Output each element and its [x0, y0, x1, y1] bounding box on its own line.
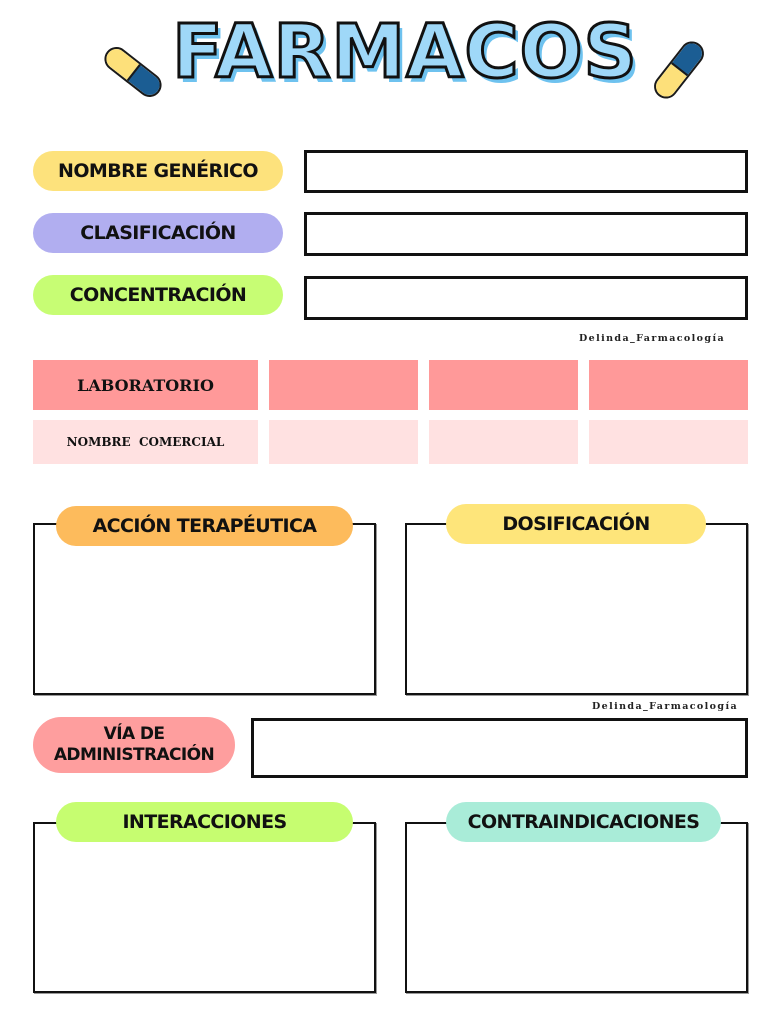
clasificacion-field[interactable]: [304, 212, 748, 256]
contraindicaciones-box[interactable]: [405, 822, 748, 993]
concentracion-field[interactable]: [304, 276, 748, 320]
label-interacciones: INTERACCIONES: [56, 802, 353, 842]
table-cell-laboratorio-2[interactable]: [429, 360, 578, 410]
header: FARMACOS: [0, 0, 768, 110]
label-dosificacion: DOSIFICACIÓN: [446, 504, 706, 544]
label-via-administracion: VÍA DE ADMINISTRACIÓN: [33, 717, 235, 773]
accion-terapeutica-box[interactable]: [33, 523, 376, 695]
capsule-icon: [99, 42, 167, 102]
capsule-icon: [649, 36, 709, 104]
label-nombre-generico: NOMBRE GENÉRICO: [33, 151, 283, 191]
table-cell-laboratorio-1[interactable]: [269, 360, 418, 410]
dosificacion-box[interactable]: [405, 523, 748, 695]
table-label-nombre-comercial: NOMBRE COMERCIAL: [33, 420, 258, 464]
table-cell-comercial-2[interactable]: [429, 420, 578, 464]
page-title: FARMACOS: [171, 8, 639, 97]
label-concentracion: CONCENTRACIÓN: [33, 275, 283, 315]
watermark: Delinda_Farmacología: [592, 701, 739, 712]
via-administracion-field[interactable]: [251, 718, 748, 778]
interacciones-box[interactable]: [33, 822, 376, 993]
table-cell-comercial-1[interactable]: [269, 420, 418, 464]
label-contraindicaciones: CONTRAINDICACIONES: [446, 802, 721, 842]
label-via-line1: VÍA DE: [103, 724, 165, 744]
nombre-generico-field[interactable]: [304, 150, 748, 193]
table-cell-comercial-3[interactable]: [589, 420, 748, 464]
label-clasificacion: CLASIFICACIÓN: [33, 213, 283, 253]
label-via-line2: ADMINISTRACIÓN: [53, 745, 215, 765]
label-accion-terapeutica: ACCIÓN TERAPÉUTICA: [56, 506, 353, 546]
table-label-laboratorio: LABORATORIO: [33, 360, 258, 410]
table-cell-laboratorio-3[interactable]: [589, 360, 748, 410]
watermark: Delinda_Farmacología: [579, 333, 726, 344]
